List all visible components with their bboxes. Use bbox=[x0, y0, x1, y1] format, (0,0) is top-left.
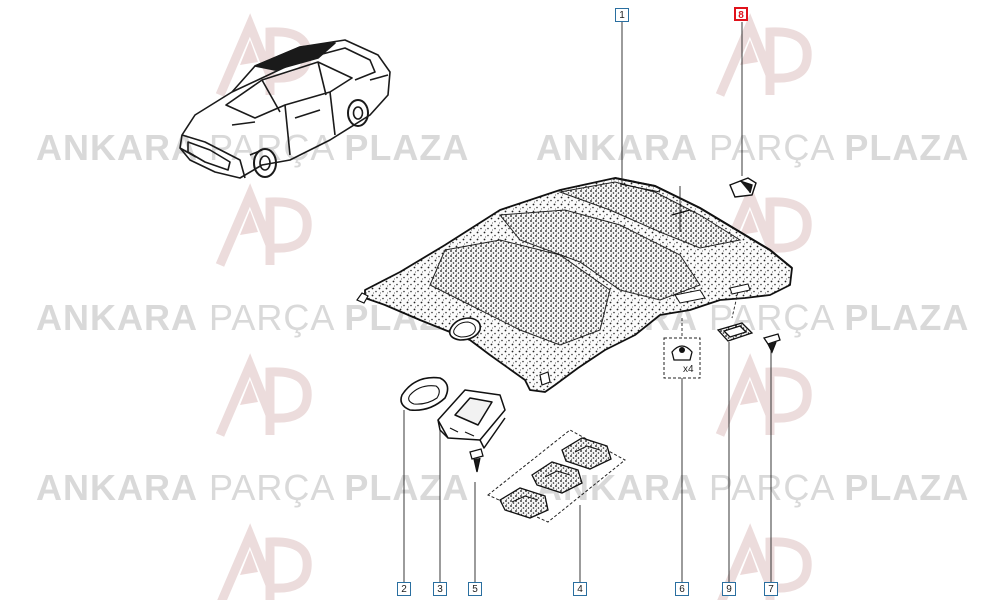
part-6-retainer bbox=[663, 337, 701, 379]
callout-part-6[interactable]: 6 bbox=[675, 582, 689, 596]
leader-lines bbox=[403, 22, 772, 582]
watermark-logo bbox=[717, 523, 812, 600]
callout-part-4[interactable]: 4 bbox=[573, 582, 587, 596]
watermark-row: ANKARA PARÇA PLAZA bbox=[36, 467, 470, 508]
watermark-logo bbox=[715, 353, 812, 437]
callout-part-5[interactable]: 5 bbox=[468, 582, 482, 596]
car-illustration bbox=[179, 39, 391, 179]
headliner-panel bbox=[356, 177, 793, 393]
part-2-bezel bbox=[400, 376, 449, 412]
callout-part-2[interactable]: 2 bbox=[397, 582, 411, 596]
part-3-lamp-housing bbox=[437, 389, 506, 449]
watermark-row: ANKARA PARÇA PLAZA bbox=[536, 127, 970, 168]
quantity-note: x4 bbox=[683, 364, 694, 375]
watermark-logo bbox=[217, 523, 312, 600]
watermark-logo bbox=[215, 183, 312, 267]
part-9-cover bbox=[716, 322, 754, 342]
callout-part-1[interactable]: 1 bbox=[615, 8, 629, 22]
watermark-row: ANKARA PARÇA PLAZA bbox=[36, 127, 470, 168]
watermark-logo bbox=[715, 13, 812, 97]
part-4-handles bbox=[487, 429, 626, 523]
callout-part-9[interactable]: 9 bbox=[722, 582, 736, 596]
callout-part-7[interactable]: 7 bbox=[764, 582, 778, 596]
part-5-screw bbox=[469, 448, 484, 473]
part-8-clip bbox=[729, 177, 757, 198]
callout-part-3[interactable]: 3 bbox=[433, 582, 447, 596]
callout-part-8[interactable]: 8 bbox=[734, 7, 748, 21]
part-7-screw bbox=[762, 333, 781, 354]
watermark-logo bbox=[215, 353, 312, 437]
